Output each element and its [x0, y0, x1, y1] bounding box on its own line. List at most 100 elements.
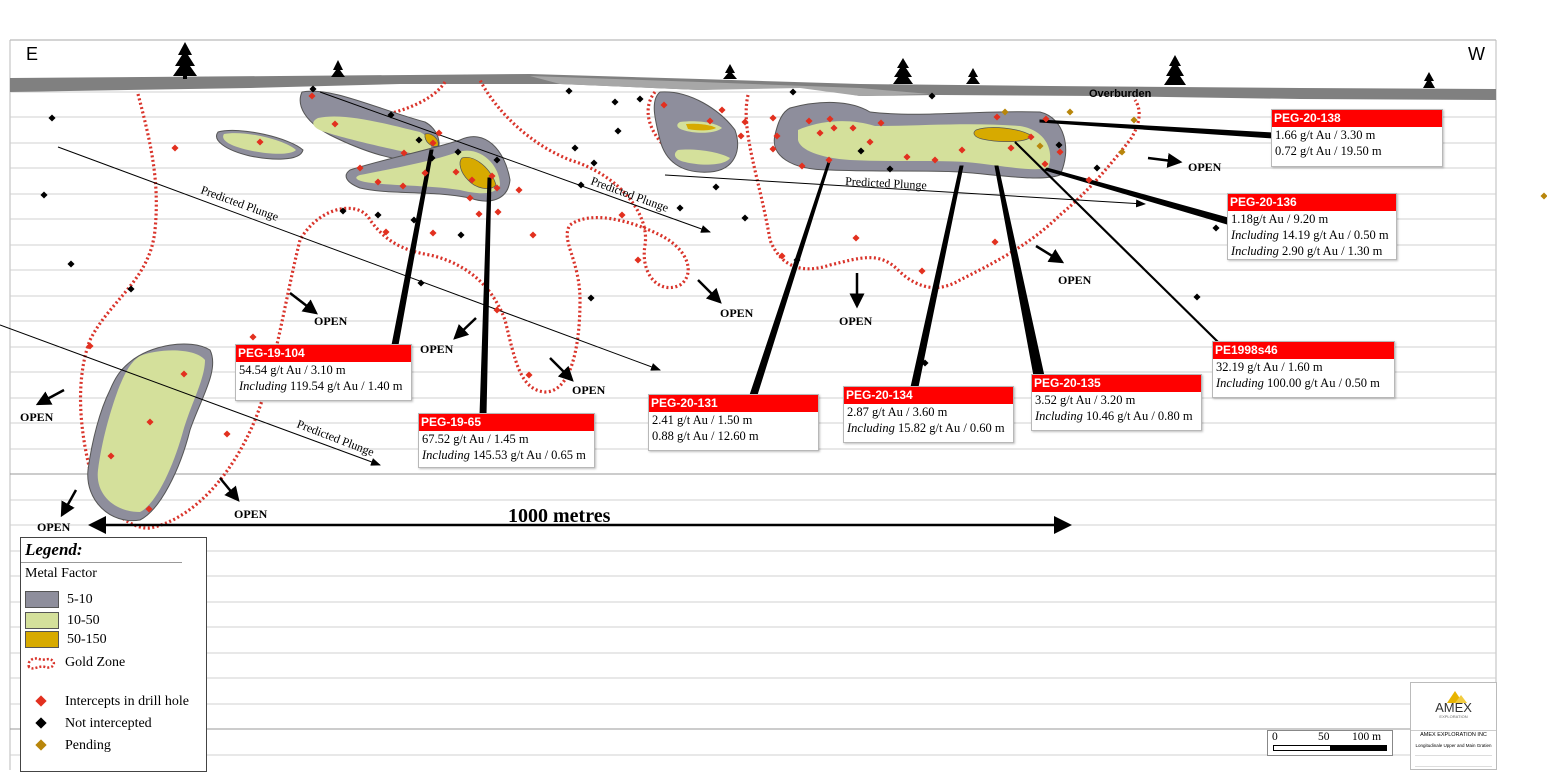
drill-marker [452, 168, 460, 176]
drill-marker [171, 144, 179, 152]
amex-logo-icon [1447, 691, 1467, 703]
drill-label-peg-19-104: PEG-19-104 54.54 g/t Au / 3.10 m Includi… [235, 344, 412, 401]
drill-marker [805, 117, 813, 125]
drill-marker [918, 267, 926, 275]
drill-marker [180, 370, 188, 378]
drill-marker [614, 127, 622, 135]
red-diamond-icon [35, 695, 47, 707]
legend-item: 10-50 [25, 612, 100, 629]
scale-tick: 100 m [1352, 731, 1382, 743]
open-label: OPEN [572, 383, 606, 397]
scale-bar-label: 1000 metres [508, 505, 611, 527]
drill-marker [356, 164, 364, 172]
east-label: E [26, 44, 38, 64]
drill-marker [493, 184, 501, 192]
assay-line: 0.88 g/t Au / 12.60 m [652, 429, 759, 443]
legend-subtitle: Metal Factor [25, 566, 97, 581]
legend-item: Gold Zone [25, 655, 125, 671]
drill-marker [382, 228, 390, 236]
logo-brand: AMEX [1435, 700, 1472, 715]
drill-marker [374, 211, 382, 219]
drill-marker [1001, 108, 1009, 116]
open-label: OPEN [720, 306, 754, 320]
drill-marker [339, 207, 347, 215]
drill-hole-id: PE1998s46 [1213, 342, 1394, 359]
drill-marker [886, 165, 894, 173]
drill-label-peg-20-136: PEG-20-136 1.18g/t Au / 9.20 m Including… [1227, 193, 1397, 260]
section-title: Longitudinale Upper and Main Gratien [1415, 743, 1492, 748]
drill-marker [429, 139, 437, 147]
legend-symbol: Pending [25, 738, 111, 754]
drill-marker [417, 279, 425, 287]
drill-marker [1007, 144, 1015, 152]
drill-marker [773, 132, 781, 140]
drill-marker [429, 229, 437, 237]
drill-marker [223, 430, 231, 438]
drill-marker [146, 418, 154, 426]
drill-marker [475, 210, 483, 218]
drill-marker [400, 149, 408, 157]
drill-marker [611, 98, 619, 106]
drill-marker [798, 162, 806, 170]
drill-marker [1212, 224, 1220, 232]
drill-marker [249, 333, 257, 341]
drill-marker [825, 156, 833, 164]
drill-marker [145, 505, 153, 513]
drill-marker [931, 156, 939, 164]
overburden-label: Overburden [1089, 88, 1152, 100]
drill-marker [712, 183, 720, 191]
drill-label-peg-20-131: PEG-20-131 2.41 g/t Au / 1.50 m 0.88 g/t… [648, 394, 819, 451]
drill-marker [571, 144, 579, 152]
drill-marker [488, 172, 496, 180]
drill-marker [857, 147, 865, 155]
open-label: OPEN [839, 314, 873, 328]
open-label: OPEN [314, 314, 348, 328]
drill-marker [636, 95, 644, 103]
drill-marker [741, 118, 749, 126]
drill-marker [435, 129, 443, 137]
drill-marker [428, 154, 436, 162]
assay-line: 2.87 g/t Au / 3.60 m [847, 405, 948, 419]
scale-tick: 50 [1318, 731, 1330, 743]
tree-icon [173, 42, 1435, 88]
assay-line: Including 2.90 g/t Au / 1.30 m [1231, 244, 1383, 258]
drill-marker [634, 256, 642, 264]
drill-marker [793, 256, 801, 264]
small-scale-bar: 0 50 100 m [1267, 730, 1393, 756]
drill-hole-id: PEG-19-65 [419, 414, 594, 431]
drill-marker [789, 88, 797, 96]
drill-marker [40, 191, 48, 199]
drill-marker [660, 101, 668, 109]
drill-marker [769, 145, 777, 153]
assay-line: 0.72 g/t Au / 19.50 m [1275, 144, 1382, 158]
assay-line: 2.41 g/t Au / 1.50 m [652, 413, 753, 427]
drill-marker [737, 132, 745, 140]
drill-marker [331, 120, 339, 128]
assay-line: 1.66 g/t Au / 3.30 m [1275, 128, 1376, 142]
drill-marker [107, 452, 115, 460]
open-label: OPEN [234, 507, 268, 521]
drill-marker [830, 124, 838, 132]
drill-hole-id: PEG-20-134 [844, 387, 1013, 404]
drill-hole-id: PEG-20-135 [1032, 375, 1201, 392]
drill-marker [127, 285, 135, 293]
drill-marker [309, 85, 317, 93]
drill-marker [529, 231, 537, 239]
drill-marker [421, 169, 429, 177]
assay-line: Including 14.19 g/t Au / 0.50 m [1231, 228, 1389, 242]
gold-zone-swatch-icon [27, 657, 56, 670]
plunge-label: Predicted Plunge [199, 183, 281, 224]
drill-marker [618, 211, 626, 219]
open-label: OPEN [37, 520, 71, 534]
assay-line: Including 119.54 g/t Au / 1.40 m [239, 379, 403, 393]
legend-title: Legend: [21, 538, 182, 563]
drill-marker [590, 159, 598, 167]
drill-marker [718, 106, 726, 114]
drill-marker [991, 238, 999, 246]
scale-tick: 0 [1272, 731, 1278, 743]
drill-marker [1066, 108, 1074, 116]
legend-item: 5-10 [25, 591, 93, 608]
drill-marker [415, 136, 423, 144]
drill-marker [877, 119, 885, 127]
